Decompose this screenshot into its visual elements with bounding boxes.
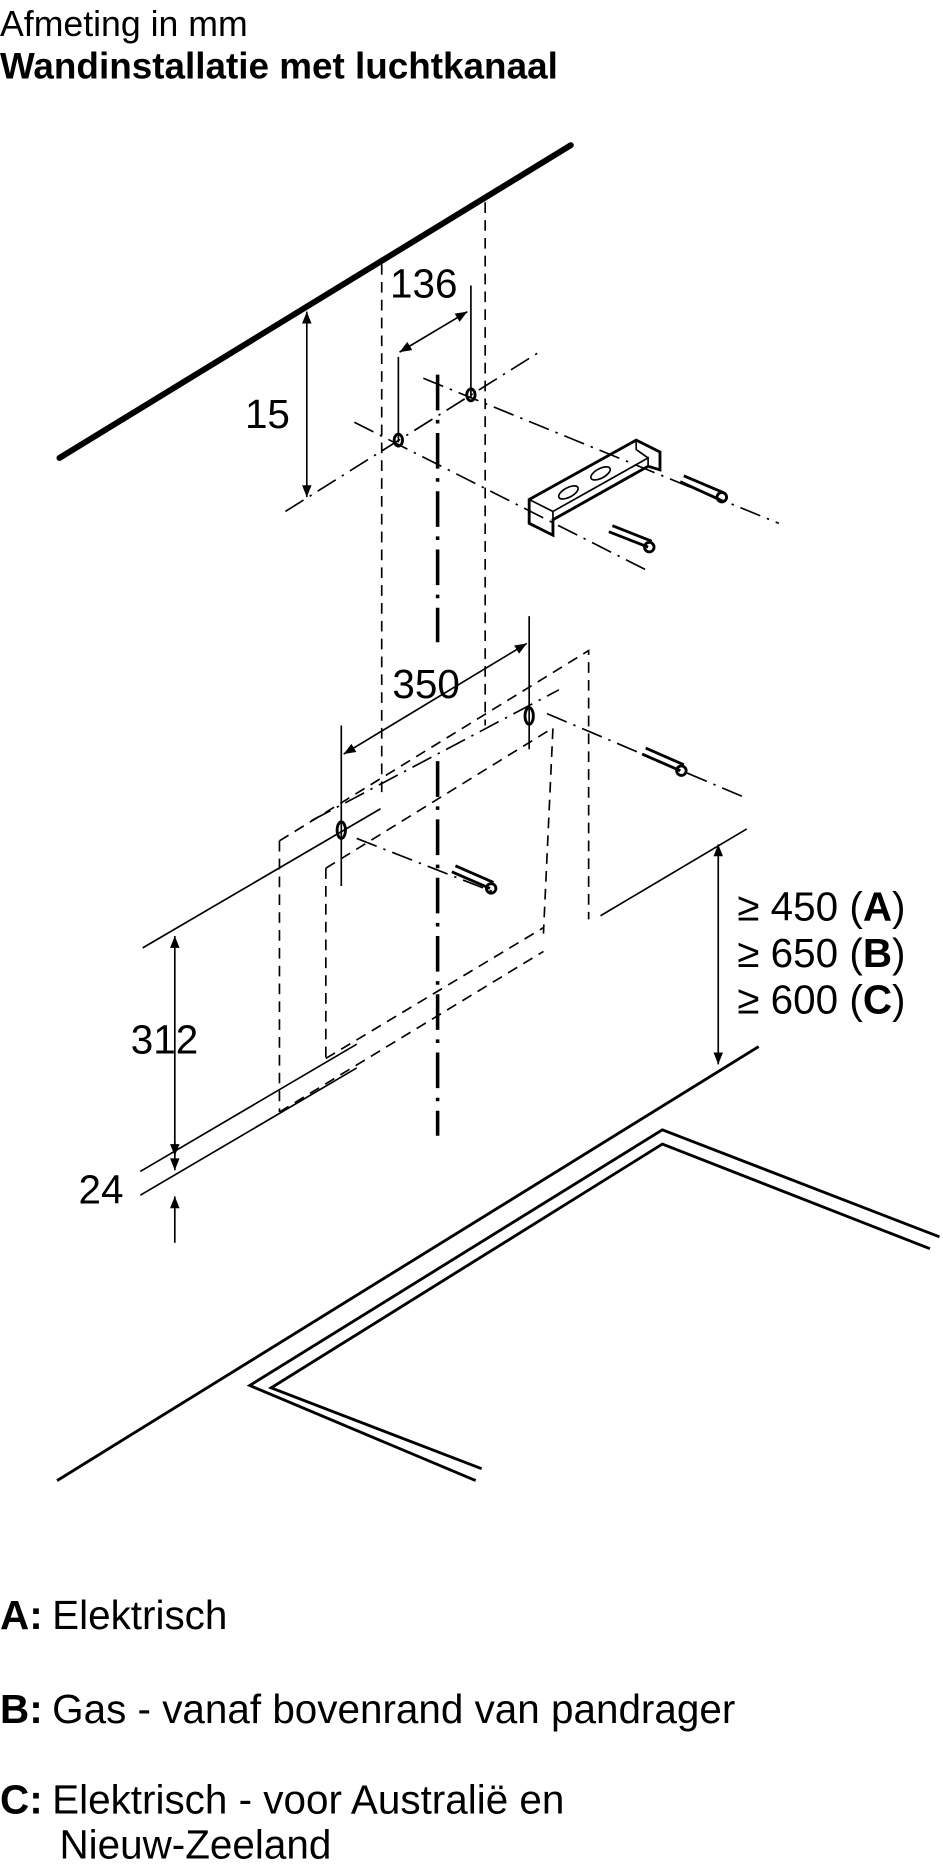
legend: A:Elektrisch B:Gas - vanaf bovenrand van… bbox=[0, 1592, 735, 1866]
clearance-b-label: ≥ 650 (B) bbox=[737, 930, 905, 976]
hood-bottom-line bbox=[139, 1043, 358, 1173]
dimension-15-label: 15 bbox=[245, 391, 290, 437]
reference-line bbox=[142, 808, 381, 949]
hood-outline bbox=[278, 649, 744, 1113]
keyhole bbox=[523, 706, 535, 726]
hob bbox=[246, 1128, 940, 1482]
screw bbox=[679, 474, 729, 504]
dimension-136-label: 136 bbox=[390, 260, 457, 306]
reference-line bbox=[600, 828, 748, 917]
title: Wandinstallatie met luchtkanaal bbox=[0, 46, 558, 87]
axis-line bbox=[353, 421, 649, 572]
ceiling-line bbox=[56, 142, 574, 461]
hood-bottom-line bbox=[139, 1067, 358, 1196]
worktop-edge bbox=[56, 1045, 760, 1482]
subtitle: Afmeting in mm bbox=[0, 4, 248, 44]
dimension-350-arrow bbox=[343, 642, 528, 755]
wall-bracket bbox=[527, 438, 662, 538]
dimension-136-arrow bbox=[399, 310, 468, 353]
legend-item-c-continued: Nieuw-Zeeland bbox=[59, 1822, 331, 1866]
axis-line bbox=[423, 377, 780, 525]
dimension-24-label: 24 bbox=[78, 1167, 123, 1213]
dimension-350-label: 350 bbox=[392, 661, 459, 707]
drill-hole bbox=[465, 387, 477, 403]
screw bbox=[451, 864, 498, 895]
clearance-c-label: ≥ 600 (C) bbox=[737, 976, 905, 1022]
screw bbox=[608, 524, 656, 554]
axis-line bbox=[284, 350, 542, 513]
legend-item-a: A:Elektrisch bbox=[0, 1592, 227, 1638]
legend-item-b: B:Gas - vanaf bovenrand van pandrager bbox=[0, 1686, 735, 1732]
drill-hole bbox=[392, 432, 404, 448]
dimension-312-label: 312 bbox=[131, 1017, 198, 1063]
legend-item-c: C:Elektrisch - voor Australië en bbox=[0, 1777, 564, 1823]
screw bbox=[641, 746, 688, 777]
clearance-a-label: ≥ 450 (A) bbox=[737, 884, 905, 930]
